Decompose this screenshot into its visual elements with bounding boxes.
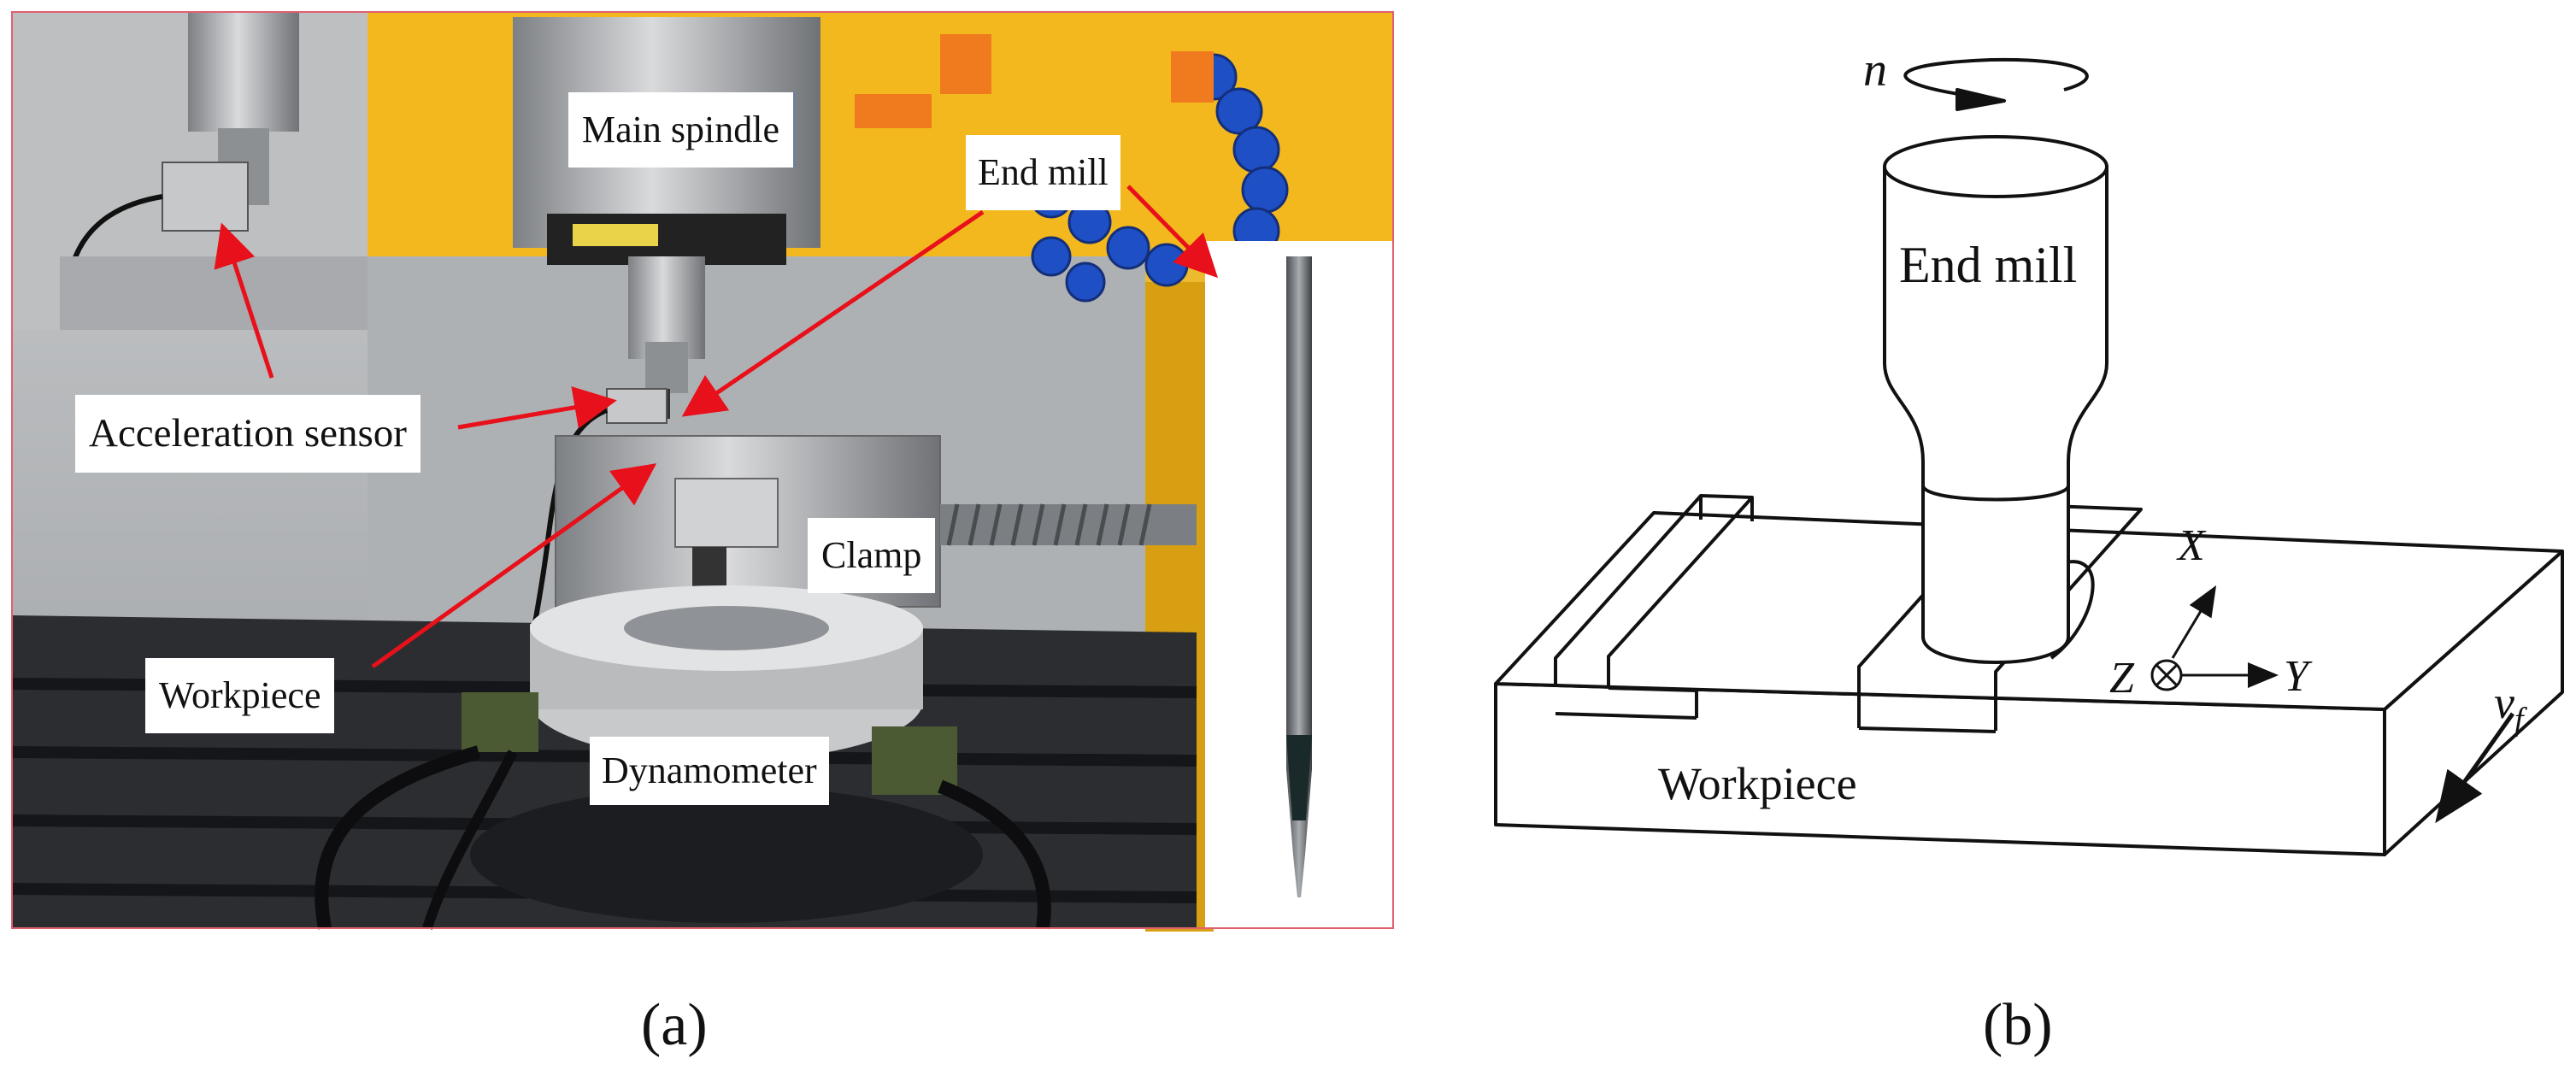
- axis-x-arrow: [2171, 585, 2217, 659]
- label-clamp: Clamp: [808, 518, 936, 593]
- label-end-mill: End mill: [966, 135, 1120, 210]
- workpiece-front-face: [1494, 682, 2386, 856]
- label-rotation-n: n: [1863, 44, 1887, 97]
- label-axis-x: X: [2176, 521, 2207, 570]
- label-acceleration-sensor: Acceleration sensor: [75, 395, 421, 473]
- caption-b: (b): [1983, 992, 2053, 1058]
- rotation-arrow: [1903, 57, 2089, 97]
- label-workpiece: Workpiece: [145, 658, 335, 733]
- label-main-spindle: Main spindle: [568, 92, 796, 168]
- arrow-endmill-to-inset: [1126, 185, 1218, 279]
- label-dynamometer: Dynamometer: [590, 737, 829, 805]
- arrow-workpiece: [371, 463, 657, 669]
- label-feed: vf: [2494, 677, 2527, 738]
- panel-b-text: n End mill Workpiece X Y Z vf: [1658, 44, 2527, 809]
- slot-left: [1554, 494, 1754, 688]
- feed-arrow: [2435, 712, 2515, 824]
- label-feed-symbol: v: [2494, 677, 2514, 728]
- label-b-end-mill: End mill: [1899, 237, 2077, 293]
- label-axis-z: Z: [2109, 654, 2135, 703]
- endmill-body: [1883, 167, 2108, 664]
- arrow-sensor-to-block: [457, 386, 617, 430]
- slot-right: [1857, 503, 2143, 697]
- arrow-endmill-to-tool: [681, 209, 985, 417]
- arrow-sensor-to-inset: [214, 222, 274, 379]
- panel-b-drawing: [1494, 57, 2564, 856]
- caption-a: (a): [641, 992, 708, 1058]
- panel-a-arrows: [214, 185, 1218, 669]
- label-b-workpiece: Workpiece: [1658, 758, 1857, 809]
- endmill-top: [1883, 135, 2108, 198]
- label-axis-y: Y: [2284, 652, 2313, 701]
